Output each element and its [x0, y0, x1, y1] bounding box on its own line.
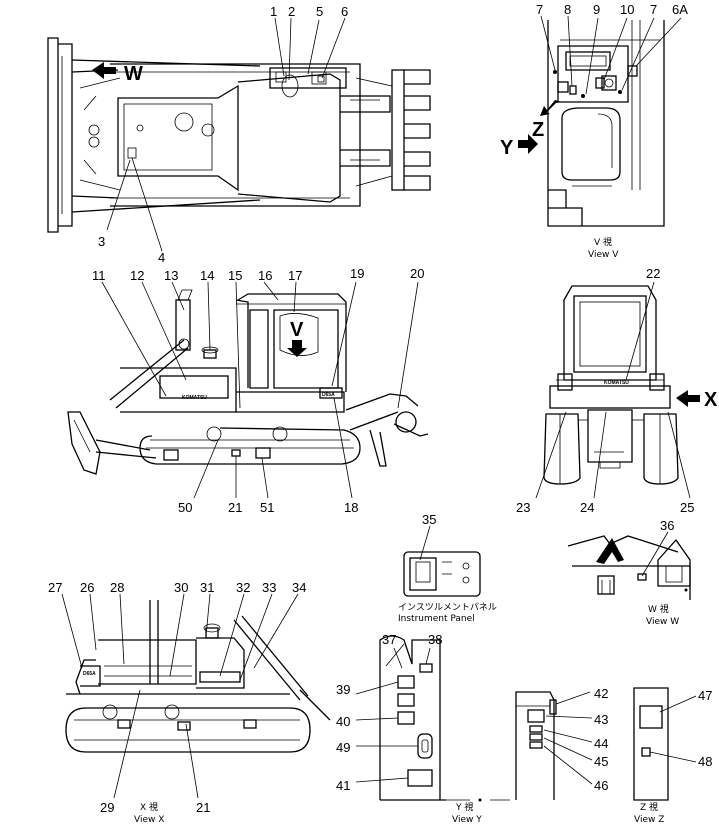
- callout-6: 6: [341, 4, 348, 19]
- view-y-right-leaders: [543, 691, 593, 785]
- callout-38: 38: [428, 632, 442, 647]
- callout-46: 46: [594, 778, 608, 793]
- callout-34: 34: [292, 580, 306, 595]
- view-z-caption: View Z: [634, 815, 664, 825]
- view-v-leaders: [540, 15, 682, 95]
- callout-21b: 21: [196, 800, 210, 815]
- view-v-caption-jp: V 視: [594, 236, 612, 248]
- callout-24: 24: [580, 500, 594, 515]
- view-z-marker: Z: [532, 119, 544, 141]
- callout-45: 45: [594, 754, 608, 769]
- view-x-caption: View X: [134, 815, 164, 825]
- callout-11: 11: [92, 268, 106, 283]
- callout-42: 42: [594, 686, 608, 701]
- brand-decal-rear: KOMATSU: [604, 380, 629, 386]
- instrument-panel-caption: Instrument Panel: [398, 614, 475, 624]
- view-y-leaders: [355, 647, 431, 783]
- callout-10: 10: [620, 2, 634, 17]
- view-w-drawing: [567, 535, 691, 600]
- callout-12: 12: [130, 268, 144, 283]
- callout-43: 43: [594, 712, 608, 727]
- instrument-panel-caption-jp: インスツルメントパネル: [398, 602, 497, 613]
- view-w-caption-jp: W 視: [648, 603, 669, 615]
- view-v-marker: V: [290, 319, 304, 341]
- callout-6a: 6A: [672, 2, 688, 17]
- callout-33: 33: [262, 580, 276, 595]
- callout-9: 9: [593, 2, 600, 17]
- view-y-marker: Y: [500, 137, 514, 159]
- view-x-marker: X: [704, 389, 718, 411]
- callout-44: 44: [594, 736, 608, 751]
- callout-21: 21: [228, 500, 242, 515]
- top-view-machine: [47, 37, 431, 233]
- brand-decal-side: KOMATSU: [182, 395, 207, 401]
- top-view-leaders: [106, 17, 346, 252]
- view-w-caption: View W: [646, 617, 679, 627]
- view-v-caption: View V: [588, 250, 619, 260]
- callout-37: 37: [382, 632, 396, 647]
- view-y-arrow-icon: [518, 134, 538, 154]
- callout-39: 39: [336, 682, 350, 697]
- callout-47: 47: [698, 688, 712, 703]
- callout-18: 18: [344, 500, 358, 515]
- rear-view-leaders: [535, 281, 691, 499]
- view-w-marker: W: [124, 63, 143, 85]
- callout-5: 5: [316, 4, 323, 19]
- callout-3: 3: [98, 234, 105, 249]
- view-x-arrow-icon: [676, 390, 700, 407]
- callout-49: 49: [336, 740, 350, 755]
- callout-28: 28: [110, 580, 124, 595]
- callout-40: 40: [336, 714, 350, 729]
- callout-30: 30: [174, 580, 188, 595]
- view-w-arrow-icon: [92, 62, 116, 79]
- view-z-arrow-icon: [540, 100, 562, 116]
- view-y-drawing: [379, 635, 510, 802]
- view-z-caption-jp: Z 視: [640, 801, 658, 813]
- view-x-machine: D65A: [65, 600, 331, 753]
- model-decal-x: D65A: [83, 671, 96, 677]
- view-y-caption-jp: Y 視: [455, 801, 473, 813]
- view-z-leaders: [649, 695, 697, 763]
- view-y-right-panel: [515, 691, 557, 800]
- callout-27: 27: [48, 580, 62, 595]
- view-x-caption-jp: X 視: [140, 801, 158, 813]
- callout-32: 32: [236, 580, 250, 595]
- callout-35: 35: [422, 512, 436, 527]
- view-v-cab-interior: [547, 20, 665, 227]
- callout-19: 19: [350, 266, 364, 281]
- callout-31: 31: [200, 580, 214, 595]
- callout-13: 13: [164, 268, 178, 283]
- callout-23: 23: [516, 500, 530, 515]
- callout-4: 4: [158, 250, 165, 265]
- view-z-drawing: [633, 687, 669, 801]
- callout-41: 41: [336, 778, 350, 793]
- callout-50: 50: [178, 500, 192, 515]
- view-x-leaders: [61, 593, 299, 799]
- callout-14: 14: [200, 268, 214, 283]
- callout-15: 15: [228, 268, 242, 283]
- callout-17: 17: [288, 268, 302, 283]
- callout-22: 22: [646, 266, 660, 281]
- callout-2: 2: [288, 4, 295, 19]
- callout-25: 25: [680, 500, 694, 515]
- callout-29: 29: [100, 800, 114, 815]
- instrument-panel-drawing: [403, 551, 481, 597]
- callout-51: 51: [260, 500, 274, 515]
- callout-16: 16: [258, 268, 272, 283]
- callout-36: 36: [660, 518, 674, 533]
- callout-7b: 7: [650, 2, 657, 17]
- view-y-caption: View Y: [452, 815, 482, 825]
- callout-8: 8: [564, 2, 571, 17]
- rear-view-machine: KOMATSU: [543, 285, 679, 485]
- side-view-leaders: [101, 281, 419, 499]
- callout-26: 26: [80, 580, 94, 595]
- callout-20: 20: [410, 266, 424, 281]
- callout-7: 7: [536, 2, 543, 17]
- callout-48: 48: [698, 754, 712, 769]
- callout-1: 1: [270, 4, 277, 19]
- model-decal-side: D65A: [322, 392, 335, 398]
